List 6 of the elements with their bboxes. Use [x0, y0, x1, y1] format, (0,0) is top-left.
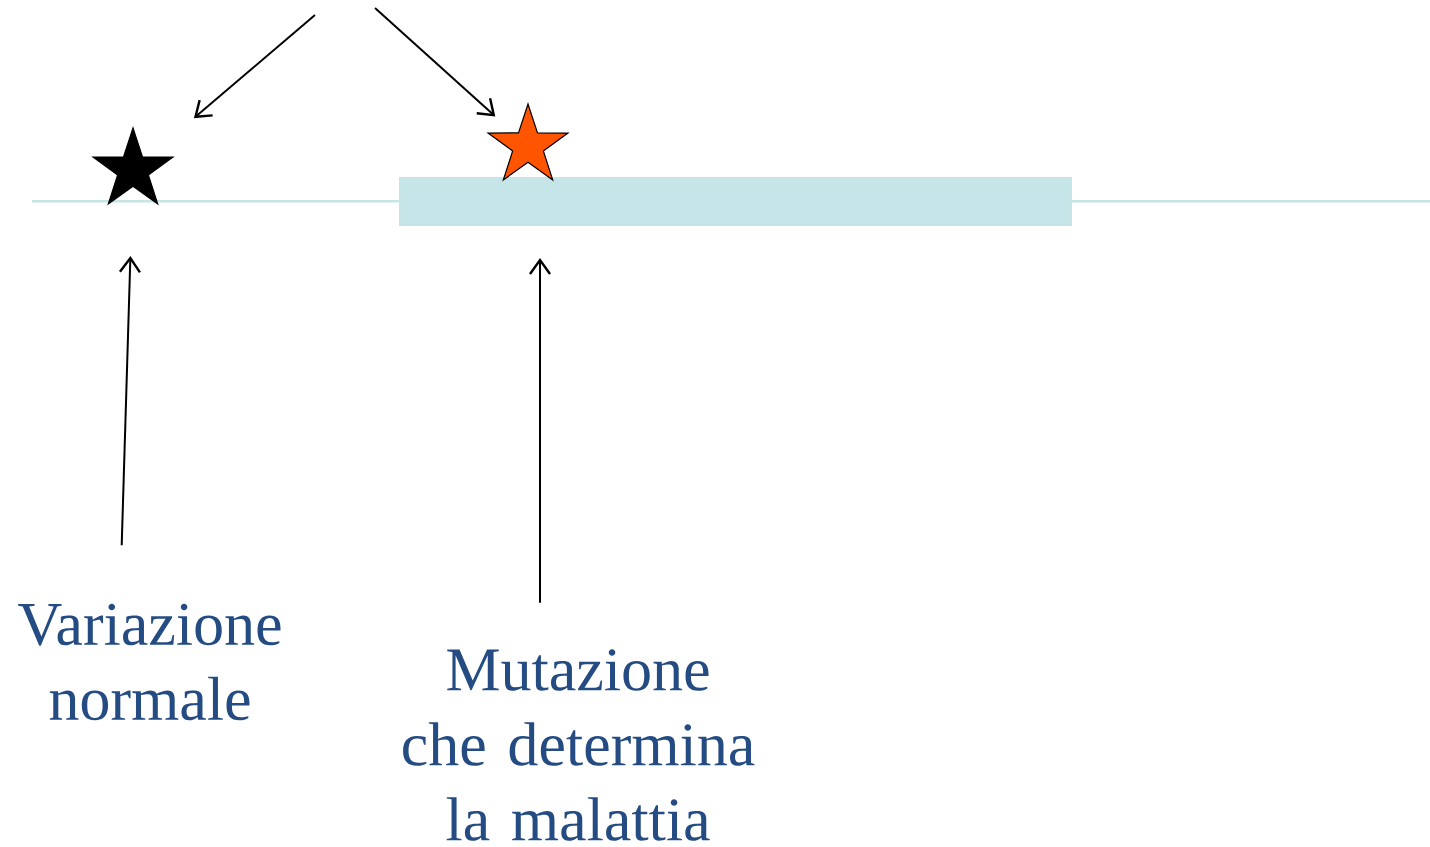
arrow [118, 255, 141, 547]
arrow [529, 258, 551, 604]
annotation-text: Mutazione che determina la malattia [403, 649, 755, 841]
arrow [193, 14, 316, 119]
annotation-text: Variazione normale [18, 603, 281, 721]
arrow [374, 7, 496, 117]
